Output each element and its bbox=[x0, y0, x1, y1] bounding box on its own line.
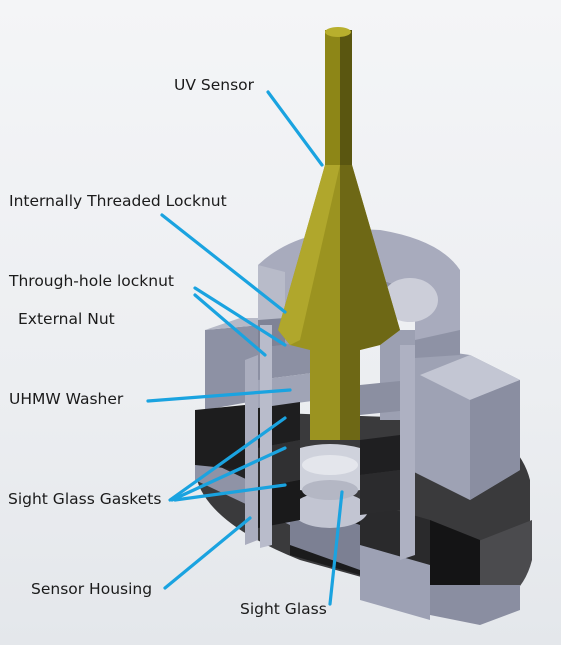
leader-through-hole-locknut bbox=[193, 286, 287, 347]
leader-gasket-3 bbox=[173, 483, 287, 502]
label-uv-sensor: UV Sensor bbox=[174, 76, 255, 94]
label-sight-glass-gaskets: Sight Glass Gaskets bbox=[8, 490, 162, 508]
label-sensor-housing: Sensor Housing bbox=[31, 580, 153, 598]
housing-walls bbox=[260, 325, 415, 560]
leader-external-nut bbox=[193, 293, 267, 357]
leader-uhmw-washer bbox=[146, 388, 292, 403]
leader-sight-glass bbox=[328, 490, 344, 606]
label-uhmw-washer: UHMW Washer bbox=[9, 390, 124, 408]
label-sight-glass: Sight Glass bbox=[240, 600, 327, 618]
label-through-hole-locknut: Through-hole locknut bbox=[9, 272, 174, 290]
label-internally-threaded-locknut: Internally Threaded Locknut bbox=[9, 192, 227, 210]
leader-internally-threaded-locknut bbox=[160, 213, 287, 314]
leader-gasket-2 bbox=[170, 446, 287, 502]
leader-uv-sensor bbox=[266, 90, 324, 167]
sight-glass bbox=[300, 444, 360, 500]
uv-sensor bbox=[278, 27, 400, 440]
leader-gasket-1 bbox=[168, 416, 287, 502]
leader-sensor-housing bbox=[163, 516, 252, 590]
label-external-nut: External Nut bbox=[18, 310, 115, 328]
leader-lines bbox=[146, 90, 344, 606]
